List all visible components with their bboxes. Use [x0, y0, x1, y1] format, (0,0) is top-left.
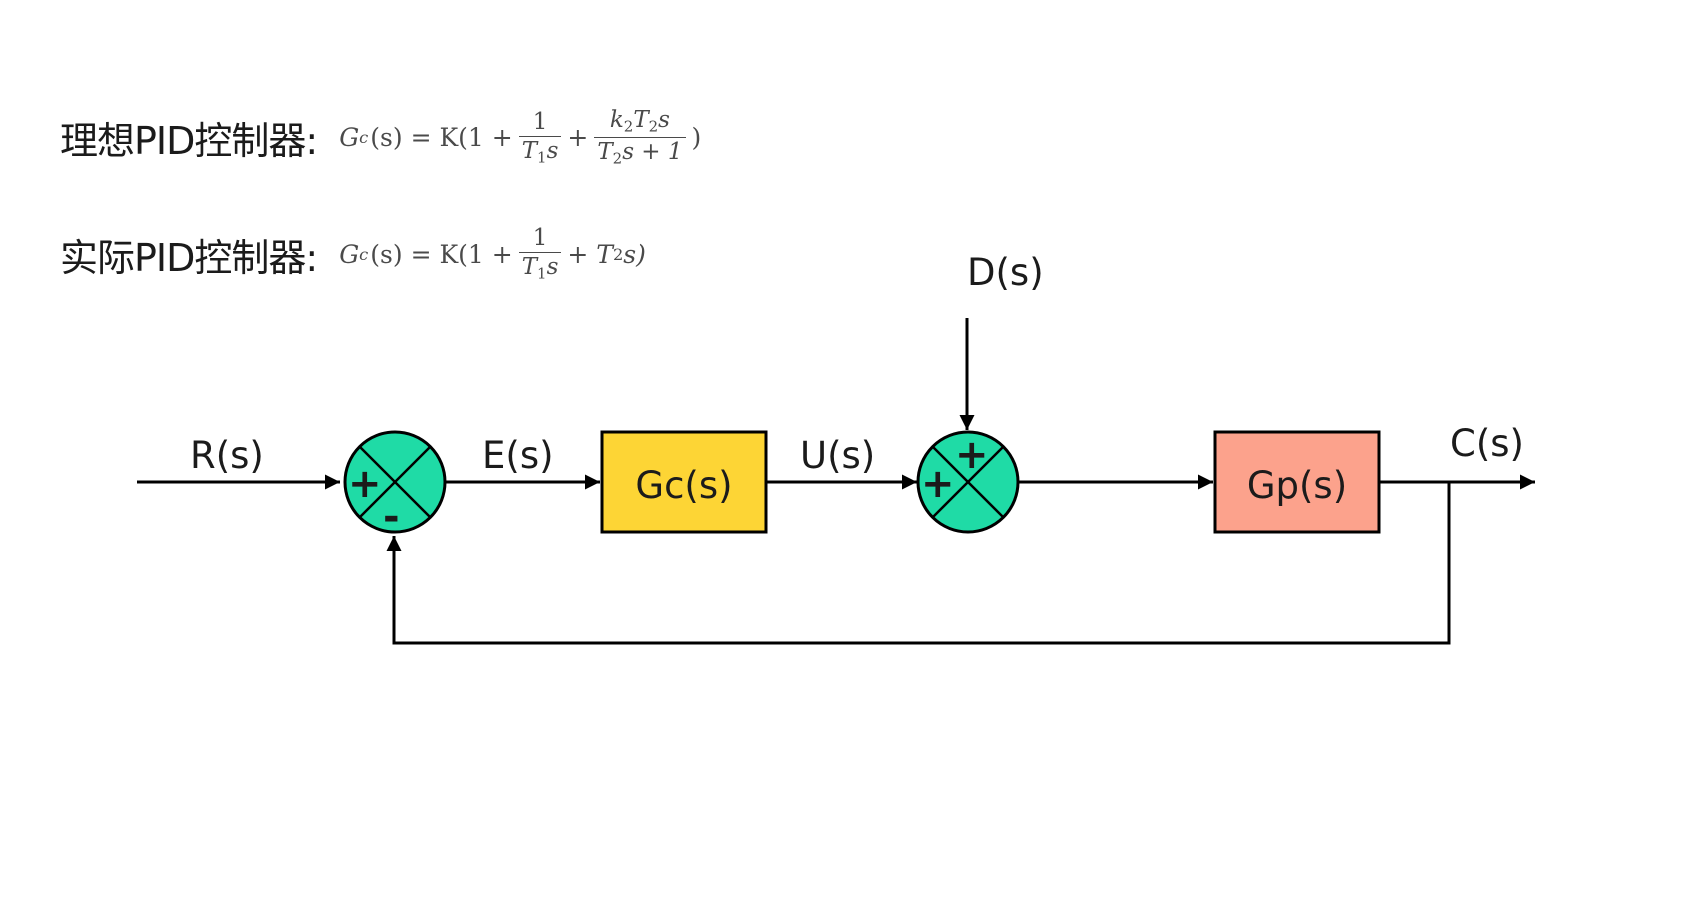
integral-fraction: 1 T1s — [518, 225, 562, 283]
controller-block: Gc(s) — [600, 430, 768, 534]
den-rest: s + 1 — [622, 139, 683, 166]
plus-sign: + — [921, 461, 955, 507]
num-k: k — [609, 107, 624, 133]
formula-plus: + — [567, 123, 589, 153]
fraction-den-T: T — [521, 137, 538, 164]
integral-fraction: 1 T1s — [518, 108, 562, 167]
num-k-sub: 2 — [623, 117, 634, 136]
fraction-numerator: 1 — [532, 108, 548, 135]
formula-lhs-sub: c — [359, 244, 369, 264]
junction-cross — [359, 446, 431, 518]
feedback-path — [386, 482, 1451, 645]
summing-junction-error: + - — [343, 430, 447, 540]
summing-junction-disturbance: + + — [916, 430, 1020, 534]
junction-cross — [932, 446, 1004, 518]
derivative-fraction: k2T2s T2s + 1 — [594, 107, 686, 168]
output-signal-label: C(s) — [1450, 422, 1524, 465]
formula-lhs-sub: c — [359, 128, 369, 148]
disturbance-signal-label: D(s) — [967, 251, 1044, 294]
fraction-den-T: T — [521, 254, 538, 281]
formula-lhs: G — [339, 123, 360, 153]
num-T-sub: 2 — [648, 117, 659, 136]
minus-sign: - — [383, 494, 400, 540]
num-s: s — [658, 107, 670, 133]
fraction-den-sub: 1 — [537, 148, 547, 167]
fraction-den-s: s — [546, 137, 559, 164]
den-T: T — [597, 139, 613, 166]
fraction-numerator: 1 — [532, 225, 548, 251]
fraction-den-sub: 1 — [537, 264, 547, 283]
reference-signal-label: R(s) — [190, 434, 264, 477]
control-signal-label: U(s) — [800, 434, 875, 477]
num-T: T — [633, 107, 649, 133]
formula-lhs-arg: (s) = K(1 + — [370, 239, 513, 269]
formula-tail-end: s) — [623, 239, 646, 269]
plus-sign: + — [955, 432, 989, 478]
plant-label: Gp(s) — [1247, 464, 1347, 507]
formula-lhs: G — [339, 239, 360, 269]
controller-box — [600, 430, 768, 534]
plant-block: Gp(s) — [1213, 430, 1381, 534]
formula-lhs-arg: (s) = K(1 + — [370, 123, 513, 153]
formula-close: ) — [691, 123, 702, 153]
formula-tail: + T — [567, 239, 613, 269]
plus-sign: + — [348, 461, 382, 507]
den-T-sub: 2 — [612, 149, 623, 168]
actual-pid-label: 实际PID控制器: — [60, 235, 318, 280]
error-signal-label: E(s) — [482, 434, 554, 477]
ideal-pid-label: 理想PID控制器: — [60, 119, 318, 164]
fraction-den-s: s — [546, 254, 559, 281]
formula-tail-sub: 2 — [612, 244, 624, 264]
controller-label: Gc(s) — [635, 464, 732, 507]
